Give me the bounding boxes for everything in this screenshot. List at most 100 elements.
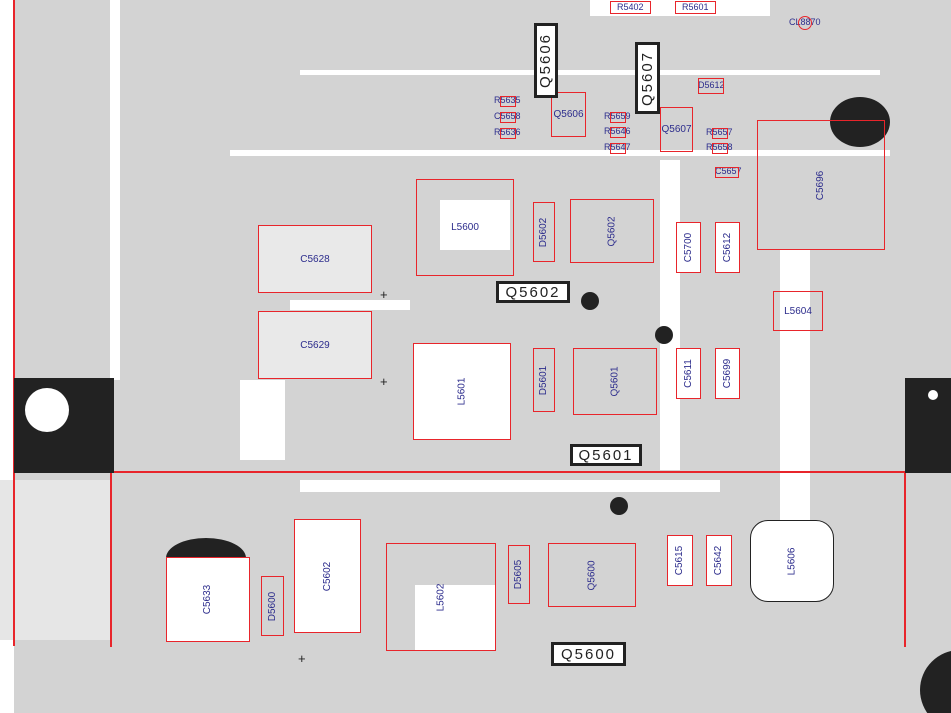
component-label: C5612 [722,232,733,263]
diode-d5612[interactable]: D5612 [698,78,725,94]
board-outline [13,0,15,646]
transistor-q5600[interactable]: Q5600 [548,543,636,607]
resistor-r5635[interactable]: R5635 [494,95,521,107]
inductor-l5600[interactable]: L5600 [416,179,514,276]
capacitor-c5633[interactable]: C5633 [166,557,250,642]
silkscreen-q5601: Q5601 [570,444,642,466]
inductor-l5606[interactable]: L5606 [750,520,834,602]
capacitor-c5629[interactable]: C5629 [258,311,372,379]
trace [300,480,720,492]
component-label: L5602 [435,583,447,611]
component-label: C5642 [713,545,725,576]
component-label: R5658 [706,142,733,152]
diode-d5602[interactable]: D5602 [533,202,555,262]
capacitor-c5658[interactable]: C5658 [494,111,521,123]
component-label: R5659 [604,111,631,121]
component-label: L5601 [456,377,468,406]
polarity-plus-icon: + [380,374,388,389]
resistor-r5657[interactable]: R5657 [706,127,733,139]
trace [230,150,890,156]
component-label: D5601 [538,365,550,395]
silkscreen-q5606: Q5606 [534,23,558,98]
trace [0,480,110,640]
inductor-l5604[interactable]: L5604 [773,291,823,331]
component-label: C5602 [322,561,333,591]
capacitor-c5628[interactable]: C5628 [258,225,372,293]
trace [440,200,510,250]
resistor-r5658[interactable]: R5658 [706,142,733,154]
component-label: Q5600 [586,559,598,591]
component-label: C5699 [722,358,733,389]
component-label: Q5602 [606,215,618,247]
board-outline [110,471,905,473]
component-label: Q5607 [661,124,692,135]
capacitor-c5602[interactable]: C5602 [294,519,361,633]
resistor-r5647[interactable]: R5647 [604,142,631,154]
component-label: Q5601 [609,366,621,397]
capacitor-c5612[interactable]: C5612 [715,222,740,273]
component-label: C5700 [683,232,694,263]
trace [110,0,120,380]
board-outline [110,471,112,647]
trace [660,160,680,470]
transistor-q5606[interactable]: Q5606 [551,92,586,137]
component-label: D5612 [698,80,725,90]
component-label: L5606 [786,547,798,575]
polarity-plus-icon: + [298,651,306,666]
via-black [581,292,599,310]
component-label: C5696 [815,170,827,200]
component-label: R5601 [682,2,709,12]
component-label: L5600 [451,222,479,233]
trace [300,70,880,75]
component-label: Q5606 [553,109,584,120]
mounting-pad [920,650,951,713]
component-label: C5628 [300,253,330,265]
resistor-r5636[interactable]: R5636 [494,127,521,139]
diode-d5601[interactable]: D5601 [533,348,555,412]
capacitor-c5700[interactable]: C5700 [676,222,701,273]
component-label: R5635 [494,95,521,105]
resistor-r5646[interactable]: R5646 [604,126,631,138]
diode-d5605[interactable]: D5605 [508,545,530,604]
capacitor-c5657[interactable]: C5657 [715,166,742,178]
test-point-cl8870[interactable]: CL8870 [789,16,821,30]
silkscreen-q5600: Q5600 [551,642,626,666]
via-black [655,326,673,344]
transistor-q5607[interactable]: Q5607 [660,107,693,152]
transistor-q5602[interactable]: Q5602 [570,199,654,263]
inductor-l5601[interactable]: L5601 [413,343,511,440]
component-label: D5602 [538,217,550,247]
trace [290,300,410,310]
component-label: R5646 [604,126,631,136]
diode-d5600[interactable]: D5600 [261,576,284,636]
component-label: C5633 [202,584,214,615]
via [928,390,938,400]
mounting-pad [14,378,114,473]
capacitor-c5696[interactable]: C5696 [757,120,885,250]
capacitor-c5642[interactable]: C5642 [706,535,732,586]
component-label: D5605 [513,559,525,590]
component-label: R5636 [494,127,521,137]
silkscreen-q5607: Q5607 [635,42,660,114]
board-outline [904,471,906,647]
capacitor-c5611[interactable]: C5611 [676,348,701,399]
capacitor-polarity-mark [830,97,890,147]
trace [780,250,810,520]
capacitor-c5615[interactable]: C5615 [667,535,693,586]
component-label: R5647 [604,142,631,152]
silkscreen-q5602: Q5602 [496,281,570,303]
mounting-hole [25,388,69,432]
capacitor-c5699[interactable]: C5699 [715,348,740,399]
component-label: R5657 [706,127,733,137]
component-label: R5402 [617,2,644,12]
component-label: C5658 [494,111,521,121]
trace [240,380,285,460]
resistor-r5402[interactable]: R5402 [610,1,651,14]
resistor-r5601[interactable]: R5601 [675,1,716,14]
resistor-r5659[interactable]: R5659 [604,111,631,123]
polarity-plus-icon: + [380,287,388,302]
transistor-q5601[interactable]: Q5601 [573,348,657,415]
inductor-l5602[interactable]: L5602 [386,543,496,651]
component-label: C5629 [300,339,330,351]
